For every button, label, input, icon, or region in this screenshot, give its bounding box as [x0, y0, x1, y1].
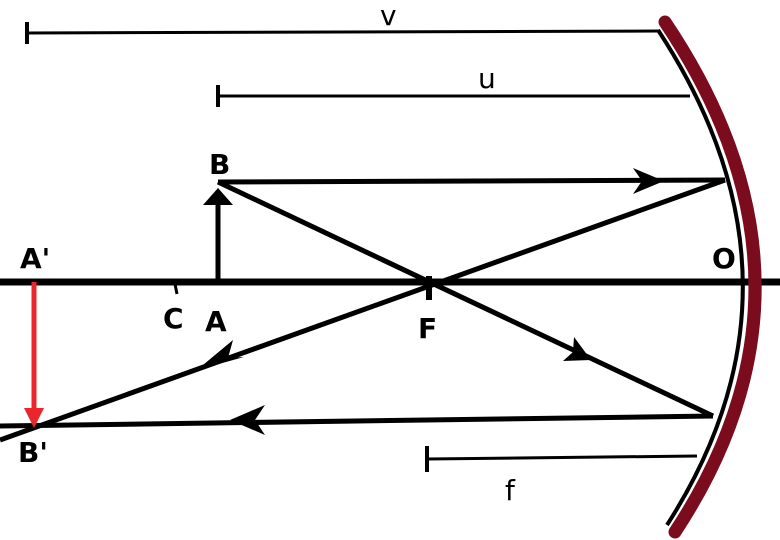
label-f: f [505, 474, 516, 507]
ray-through-focus-incident [216, 179, 715, 419]
label-u: u [478, 62, 496, 95]
ray-parallel-incident [217, 177, 726, 185]
mirror-surface [656, 28, 745, 527]
center-tick [173, 283, 179, 295]
label-F: F [418, 312, 437, 345]
label-A-prime: A' [20, 242, 50, 275]
label-O: O [712, 242, 736, 275]
distance-u [216, 85, 690, 107]
mirror-back [658, 15, 762, 539]
ray-reflected-parallel [0, 413, 714, 429]
label-B: B [209, 148, 230, 181]
label-C: C [163, 302, 184, 335]
ray-arrowhead-right [633, 168, 664, 194]
label-B-prime: B' [18, 436, 48, 469]
label-v: v [380, 0, 397, 32]
ray-arrowhead-down-left [197, 340, 244, 370]
label-A: A [205, 305, 227, 338]
object-arrowhead [203, 188, 233, 205]
ray-arrowhead-left [230, 405, 265, 435]
ray-arrowhead-down-right [563, 337, 591, 361]
ray-reflected-through-focus [0, 177, 726, 443]
distance-f [425, 446, 698, 472]
distance-v [25, 22, 661, 44]
